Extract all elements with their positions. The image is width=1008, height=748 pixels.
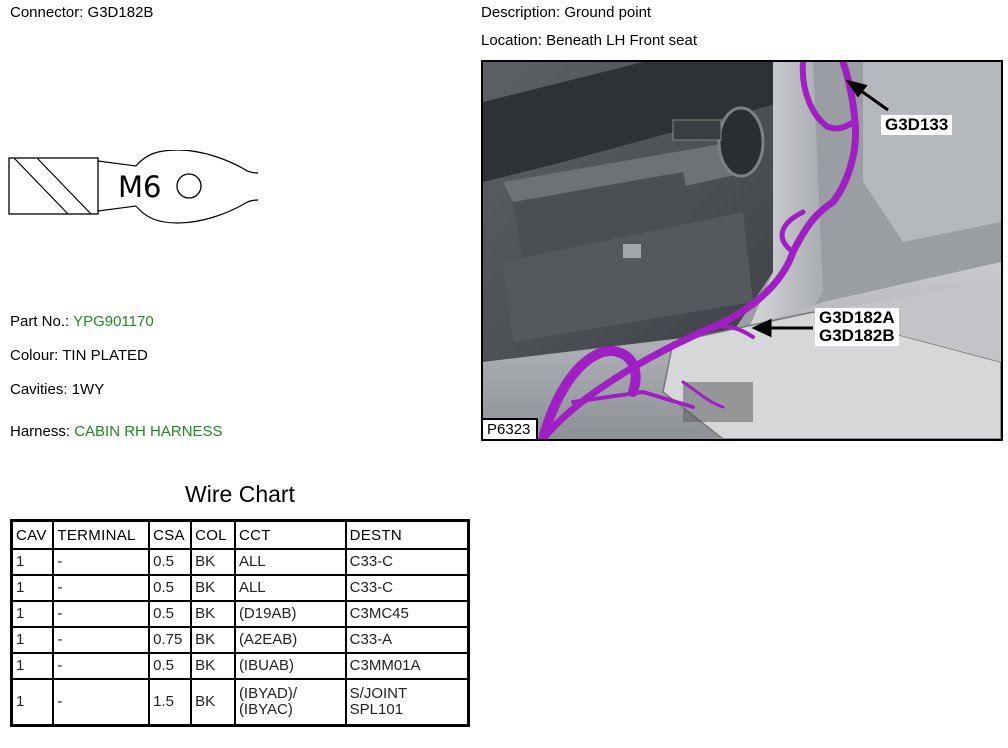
connector-line: Connector: G3D182B (10, 4, 153, 21)
cell-terminal: - (52, 652, 151, 680)
cell-destn: C33-C (344, 548, 470, 576)
location-label: Location: (481, 32, 542, 49)
callout-arrows (751, 79, 889, 338)
cell-terminal: - (52, 548, 151, 576)
cell-col: BK (190, 574, 236, 602)
harness-label: Harness: (10, 423, 71, 440)
header-destn: DESTN (344, 519, 470, 550)
cell-destn: C3MC45 (344, 600, 470, 628)
table-row: 1 - 1.5 BK (IBYAD)/ (IBYAC) S/JOINT SPL1… (10, 678, 470, 727)
cct-line-1: (IBYAD)/ (238, 685, 297, 702)
cell-terminal: - (52, 626, 151, 654)
part-no-label: Part No.: (10, 313, 70, 330)
cell-cct: (IBUAB) (233, 652, 347, 680)
cct-line-2: (IBYAC) (238, 701, 293, 718)
cell-cav: 1 (10, 652, 55, 680)
cell-cav: 1 (10, 600, 55, 628)
cavities-line: Cavities: 1WY (10, 381, 104, 398)
photo-reference: P6323 (483, 418, 539, 439)
harness-line: Harness: CABIN RH HARNESS (10, 423, 223, 440)
location-line: Location: Beneath LH Front seat (481, 32, 697, 49)
header-cav: CAV (10, 519, 55, 550)
cell-cct: (IBYAD)/ (IBYAC) (233, 678, 347, 727)
harness-link[interactable]: CABIN RH HARNESS (74, 423, 223, 440)
cell-cav: 1 (10, 574, 55, 602)
description-label: Description: (481, 4, 561, 21)
colour-line: Colour: TIN PLATED (10, 347, 148, 364)
callout-g3d182a: G3D182A (819, 308, 895, 327)
cell-cct: (D19AB) (233, 600, 347, 628)
cell-cct: ALL (233, 548, 347, 576)
colour-value: TIN PLATED (62, 347, 148, 364)
colour-label: Colour: (10, 347, 59, 364)
cell-destn: C33-A (344, 626, 470, 654)
connector-label: Connector: (10, 4, 84, 21)
cell-col: BK (190, 548, 236, 576)
cell-terminal: - (52, 678, 151, 727)
callout-g3d133: G3D133 (881, 115, 953, 135)
cell-col: BK (190, 678, 236, 727)
wire-chart-title: Wire Chart (185, 481, 295, 507)
cell-destn: S/JOINT SPL101 (344, 678, 470, 727)
table-row: 1 - 0.75 BK (A2EAB) C33-A (10, 626, 470, 654)
header-col: COL (190, 519, 236, 550)
cell-destn: C33-C (344, 574, 470, 602)
header-terminal: TERMINAL (52, 519, 151, 550)
cell-terminal: - (52, 600, 151, 628)
stud-hole (176, 173, 202, 199)
cell-col: BK (190, 652, 236, 680)
description-value: Ground point (564, 4, 652, 21)
table-row: 1 - 0.5 BK ALL C33-C (10, 574, 470, 602)
cell-terminal: - (52, 574, 151, 602)
cell-cct: (A2EAB) (233, 626, 347, 654)
ring-terminal-diagram: M6 (8, 150, 259, 224)
destn-line-1: S/JOINT (349, 685, 408, 702)
cell-csa: 0.5 (148, 574, 193, 602)
header-csa: CSA (148, 519, 193, 550)
cell-destn: C3MM01A (344, 652, 470, 680)
part-no-line: Part No.: YPG901170 (10, 313, 154, 330)
description-line: Description: Ground point (481, 4, 651, 21)
cell-cav: 1 (10, 678, 55, 727)
cell-csa: 1.5 (148, 678, 193, 727)
wiring-harness (538, 62, 860, 439)
cell-csa: 0.5 (148, 652, 193, 680)
cell-col: BK (190, 600, 236, 628)
wire-chart-table: CAV TERMINAL CSA COL CCT DESTN 1 - 0.5 B… (10, 519, 470, 727)
stud-size-label: M6 (118, 170, 161, 204)
table-row: 1 - 0.5 BK ALL C33-C (10, 548, 470, 576)
callout-g3d182b: G3D182B (819, 326, 895, 345)
header-cct: CCT (233, 519, 347, 550)
part-no-link[interactable]: YPG901170 (73, 313, 154, 330)
destn-line-2: SPL101 (349, 701, 404, 718)
table-row: 1 - 0.5 BK (IBUAB) C3MM01A (10, 652, 470, 680)
cavities-label: Cavities: (10, 381, 68, 398)
connector-value: G3D182B (87, 4, 154, 21)
table-header-row: CAV TERMINAL CSA COL CCT DESTN (10, 519, 470, 550)
cell-cav: 1 (10, 626, 55, 654)
cell-col: BK (190, 626, 236, 654)
location-photo: G3D133 G3D182A G3D182B P6323 (481, 60, 1003, 441)
cell-csa: 0.75 (148, 626, 193, 654)
cell-cct: ALL (233, 574, 347, 602)
cell-csa: 0.5 (148, 600, 193, 628)
callout-g3d182: G3D182A G3D182B (815, 308, 899, 346)
cell-csa: 0.5 (148, 548, 193, 576)
location-value: Beneath LH Front seat (546, 32, 697, 49)
cell-cav: 1 (10, 548, 55, 576)
cavities-value: 1WY (71, 381, 105, 398)
vehicle-interior-illustration (483, 62, 1001, 439)
table-row: 1 - 0.5 BK (D19AB) C3MC45 (10, 600, 470, 628)
